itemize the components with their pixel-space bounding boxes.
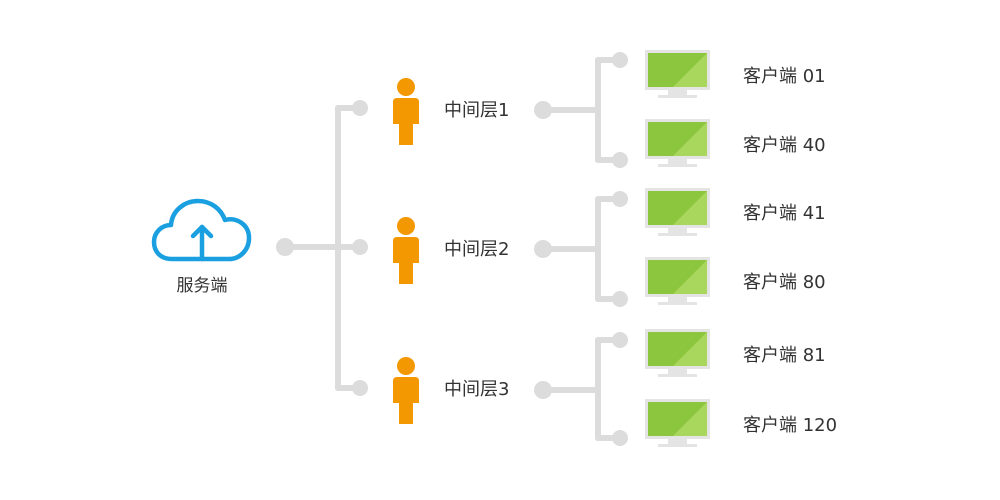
connector-dot [352,239,368,255]
connector-dot [612,152,628,168]
monitor-icon [645,188,710,236]
client-label: 客户端 81 [743,345,826,366]
connector-dot [276,238,294,256]
client-node-6: 客户端 120 [645,399,837,447]
connector-dot [612,430,628,446]
middle-layer-node-1: 中间层1 [393,78,509,145]
middle-layer-label: 中间层2 [444,239,509,260]
middle-layer-node-2: 中间层2 [393,217,509,284]
monitor-icon [645,329,710,377]
client-label: 客户端 40 [743,135,826,156]
monitor-icon [645,50,710,98]
connector-dot [352,100,368,116]
connector-dot [612,191,628,207]
client-label: 客户端 41 [743,203,826,224]
connector-dot [612,52,628,68]
connector-dot [534,381,552,399]
middle-layer-label: 中间层3 [444,379,509,400]
middle-layer-label: 中间层1 [444,100,509,121]
client-node-4: 客户端 80 [645,257,826,305]
server-node: 服务端 [151,198,252,296]
connector-dots [276,52,628,446]
connector-dot [534,101,552,119]
server-label: 服务端 [177,276,228,296]
monitor-icon [645,119,710,167]
client-label: 客户端 01 [743,66,826,87]
monitor-icon [645,399,710,447]
person-icon [393,78,419,145]
connector-lines [282,57,623,441]
client-node-1: 客户端 01 [645,50,826,98]
connector-dot [612,291,628,307]
connector-dot [352,380,368,396]
person-icon [393,357,419,424]
connector-dot [612,332,628,348]
client-node-3: 客户端 41 [645,188,826,236]
client-node-2: 客户端 40 [645,119,826,167]
client-node-5: 客户端 81 [645,329,826,377]
cloud-upload-icon [151,198,252,262]
person-icon [393,217,419,284]
client-label: 客户端 80 [743,272,826,293]
monitor-icon [645,257,710,305]
client-label: 客户端 120 [743,415,837,436]
connector-dot [534,240,552,258]
middle-layer-node-3: 中间层3 [393,357,509,424]
